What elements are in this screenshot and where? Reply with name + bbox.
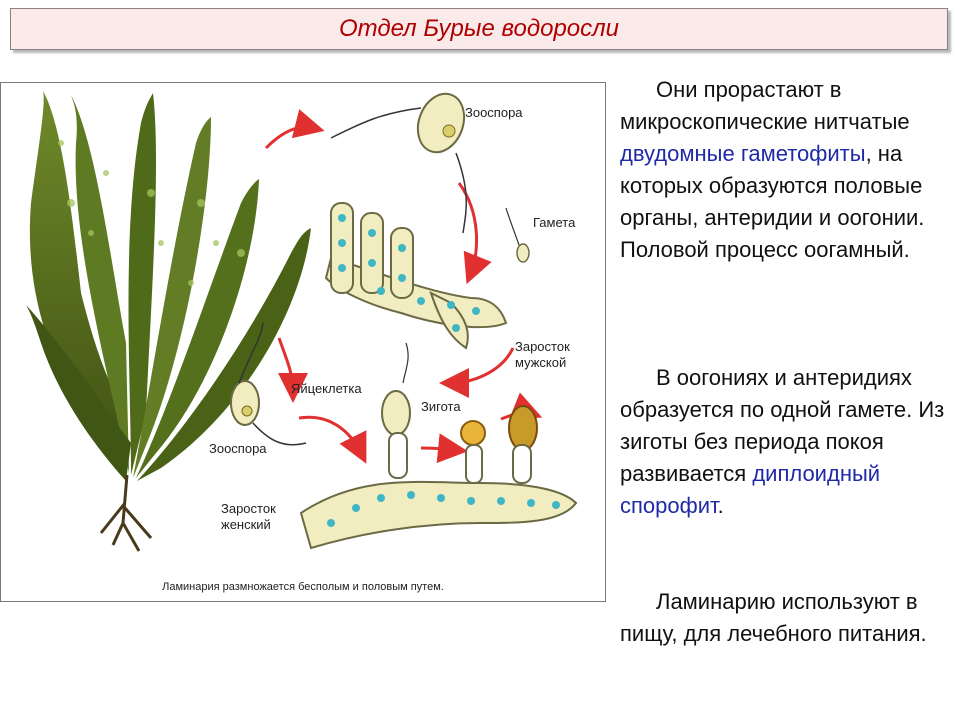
male-cells [338,214,480,332]
p2-text-c: . [717,493,724,518]
zoospore-left [230,322,307,446]
label-male-line1: Заросток [515,339,570,354]
paragraph-3: Ламинарию используют в пищу, для лечебно… [620,586,950,650]
label-male-line2: мужской [515,355,567,370]
gamete-cell [505,207,530,263]
paragraph-1: Они прорастают в микроскопические нитчат… [620,74,950,266]
p1-text-a: Они прорастают в микроскопические нитчат… [620,77,910,134]
laminaria-sporophyte [26,91,311,552]
female-gametophyte [299,342,578,550]
life-cycle-drawing [26,91,578,552]
label-zoospore-top: Зооспора [465,105,523,120]
male-gametophyte [324,202,508,350]
label-zygote: Зигота [421,399,461,414]
label-zoospore-left: Зооспора [209,441,267,456]
label-female-line1: Заросток [221,501,276,516]
figure-caption: Ламинария размножается бесполым и половы… [162,581,444,593]
p2-text-a: В оогониях и антеридиях образуется по од… [620,365,945,486]
cycle-arrows [264,109,543,464]
label-female-line2: женский [221,517,271,532]
p1-text-c: , на которых образуются половые органы, … [620,141,925,262]
p1-highlight: двудомные гаметофиты [620,141,866,166]
p3-text-a: Ламинарию используют в пищу, для лечебно… [620,589,927,646]
label-gamete: Гамета [533,215,576,230]
label-egg: Яйцеклетка [291,381,362,396]
zoospore-top [330,92,467,234]
slide-title: Отдел Бурые водоросли [338,15,620,42]
p2-highlight: диплоидный спорофит [620,461,881,518]
title-bar: Отдел Бурые водоросли [10,8,948,50]
laminaria-life-cycle-figure: Зооспора Гамета Заросток мужской Яйцекле… [0,82,606,602]
paragraph-2: В оогониях и антеридиях образуется по од… [620,362,950,522]
